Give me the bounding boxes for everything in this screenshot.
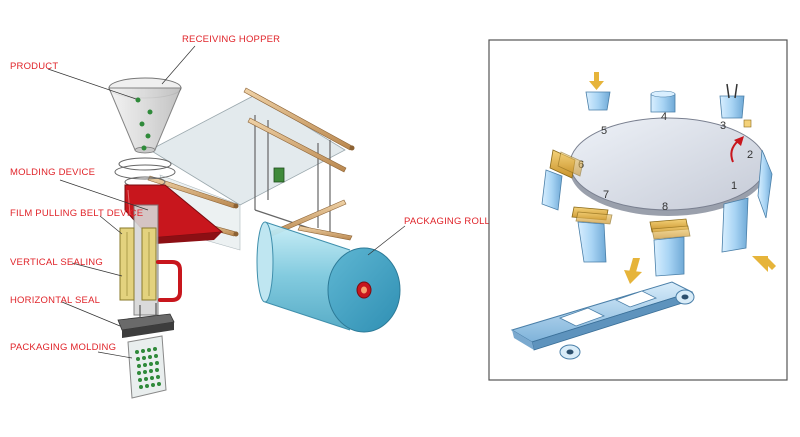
vertical-sealer-arm bbox=[156, 260, 182, 302]
station-4: 4 bbox=[661, 111, 667, 123]
rotary-packaging-machine: 1 2 3 4 5 6 7 8 bbox=[488, 39, 788, 381]
station-2: 2 bbox=[747, 149, 753, 161]
sensor-box bbox=[273, 167, 285, 183]
output-arrow bbox=[624, 258, 642, 284]
rotation-arrow bbox=[730, 136, 744, 163]
roller-end bbox=[233, 203, 239, 209]
station-1: 1 bbox=[731, 180, 737, 192]
label-molding-device: MOLDING DEVICE bbox=[10, 167, 95, 178]
label-receiving-hopper: RECEIVING HOPPER bbox=[182, 34, 280, 45]
roller-end bbox=[233, 231, 239, 237]
label-film-pulling-belt-device: FILM PULLING BELT DEVICE bbox=[10, 208, 143, 219]
gripper-blocks bbox=[549, 149, 691, 240]
product-pellets bbox=[135, 97, 153, 151]
label-packaging-molding: PACKAGING MOLDING bbox=[10, 342, 116, 353]
conveyor-belt bbox=[510, 281, 695, 360]
label-vertical-sealing: VERTICAL SEALING bbox=[10, 257, 103, 268]
station-5: 5 bbox=[601, 125, 607, 137]
top-cups bbox=[585, 83, 752, 128]
film-web bbox=[149, 94, 346, 206]
station-8: 8 bbox=[662, 201, 668, 213]
pouches bbox=[541, 149, 773, 277]
film-rollers bbox=[147, 87, 353, 241]
input-arrow-top bbox=[589, 72, 604, 90]
label-product: PRODUCT bbox=[10, 61, 58, 72]
station-3: 3 bbox=[720, 120, 726, 132]
rotary-table bbox=[569, 117, 767, 216]
label-packaging-roll: PACKAGING ROLL bbox=[404, 216, 490, 227]
label-horizontal-seal: HORIZONTAL SEAL bbox=[10, 295, 100, 306]
horizontal-sealer bbox=[117, 303, 175, 338]
finished-bag bbox=[127, 335, 167, 399]
packaging-roll bbox=[256, 221, 401, 333]
roller-end bbox=[349, 145, 355, 151]
film-pulling-belts bbox=[119, 227, 157, 301]
leader-lines bbox=[47, 45, 406, 359]
input-arrow-right bbox=[752, 256, 776, 272]
station-7: 7 bbox=[603, 189, 609, 201]
vertical-packaging-machine: RECEIVING HOPPER PRODUCT MOLDING DEVICE … bbox=[10, 34, 490, 399]
